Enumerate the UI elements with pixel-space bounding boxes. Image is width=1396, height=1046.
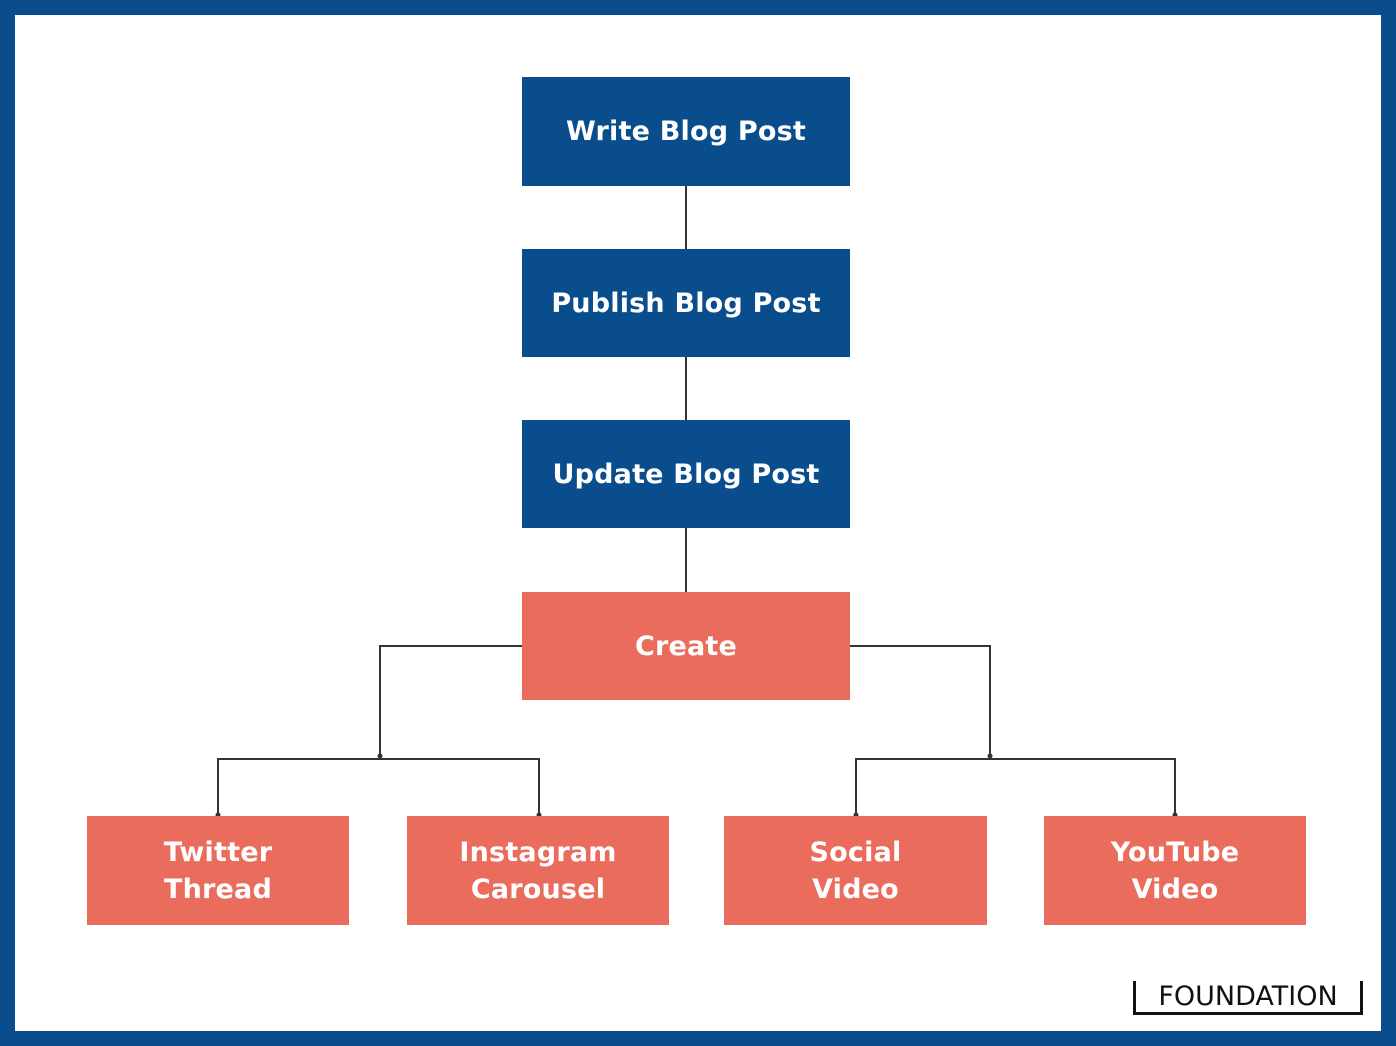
node-social-text: Social Video xyxy=(810,834,902,908)
node-publish-label: Publish Blog Post xyxy=(551,287,821,319)
node-instagram-line1: Instagram xyxy=(459,836,617,868)
node-youtube-text: YouTube Video xyxy=(1111,834,1240,908)
foundation-logo: FOUNDATION xyxy=(1133,981,1363,1015)
node-instagram-carousel: Instagram Carousel xyxy=(407,816,669,925)
node-twitter-text: Twitter Thread xyxy=(164,834,273,908)
connector-right-split xyxy=(855,758,1176,816)
node-youtube-line1: YouTube xyxy=(1110,836,1240,868)
node-social-line2: Video xyxy=(812,873,899,905)
node-youtube-video: YouTube Video xyxy=(1044,816,1306,925)
node-social-video: Social Video xyxy=(724,816,987,925)
connector-create-left xyxy=(379,645,522,758)
node-create: Create xyxy=(522,592,850,700)
node-instagram-line2: Carousel xyxy=(470,873,606,905)
junction-dot-right xyxy=(987,753,993,759)
node-update-label: Update Blog Post xyxy=(552,458,820,490)
node-update-blog-post: Update Blog Post xyxy=(522,420,850,528)
node-create-label: Create xyxy=(634,630,738,662)
node-youtube-line2: Video xyxy=(1131,873,1219,905)
node-twitter-line2: Thread xyxy=(163,873,272,905)
node-publish-blog-post: Publish Blog Post xyxy=(522,249,850,357)
node-twitter-thread: Twitter Thread xyxy=(87,816,349,925)
node-instagram-text: Instagram Carousel xyxy=(459,834,616,908)
junction-dot-left xyxy=(377,753,383,759)
node-social-line1: Social xyxy=(809,836,902,868)
connector-create-right xyxy=(850,645,991,758)
connector-left-split xyxy=(217,758,540,816)
node-twitter-line1: Twitter xyxy=(163,836,273,868)
node-write-label: Write Blog Post xyxy=(566,116,806,147)
node-write-blog-post: Write Blog Post xyxy=(522,77,850,186)
